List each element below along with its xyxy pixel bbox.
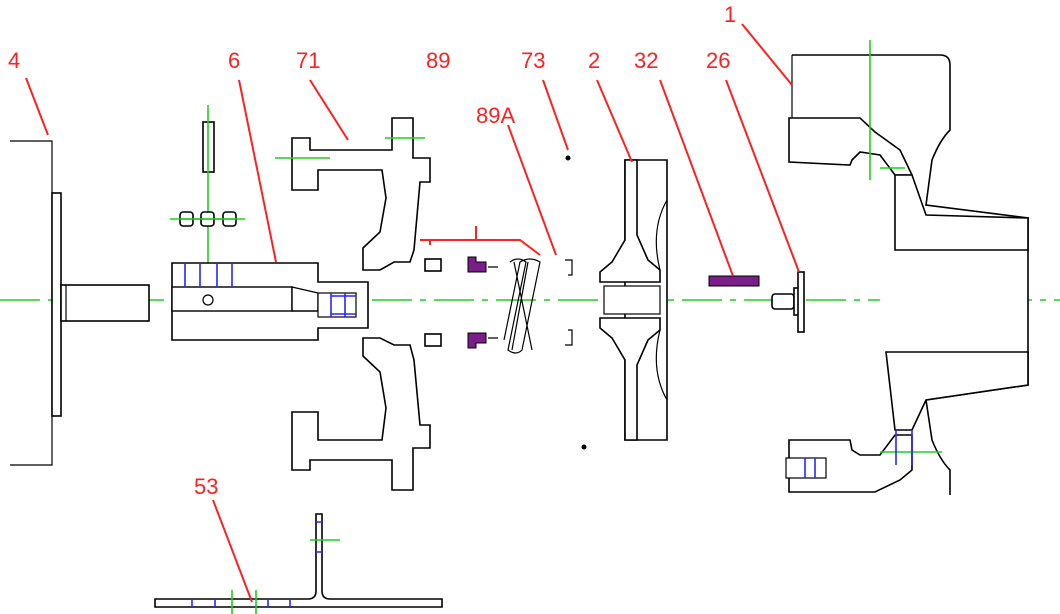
callout-89: 89 <box>426 48 450 73</box>
part-73-marker-bottom <box>581 444 587 450</box>
callout-4: 4 <box>8 48 20 73</box>
callout-53: 53 <box>194 474 218 499</box>
leader-lines <box>25 23 800 603</box>
part-71-adapter <box>275 117 431 491</box>
callout-1: 1 <box>724 2 736 27</box>
callout-71: 71 <box>296 48 320 73</box>
part-32-key <box>708 275 760 287</box>
callout-32: 32 <box>634 48 658 73</box>
part-89a-retaining-ring <box>565 259 573 346</box>
part-73-marker-top <box>565 155 571 161</box>
part-2-impeller <box>599 159 668 441</box>
part-53-bracket <box>154 513 443 614</box>
set-screws <box>170 211 245 227</box>
callout-labels: 4 6 71 89 89A 73 2 32 26 1 53 <box>8 2 736 499</box>
callout-73: 73 <box>521 48 545 73</box>
callout-89a: 89A <box>476 103 515 128</box>
callout-2: 2 <box>588 48 600 73</box>
part-1-casing <box>785 40 1029 495</box>
part-26-impeller-bolt <box>771 271 805 333</box>
part-4-motor <box>10 140 150 466</box>
callout-6: 6 <box>228 48 240 73</box>
callout-26: 26 <box>706 48 730 73</box>
part-6-shaft-sleeve <box>171 262 369 341</box>
part-89-mechanical-seal <box>424 256 541 354</box>
